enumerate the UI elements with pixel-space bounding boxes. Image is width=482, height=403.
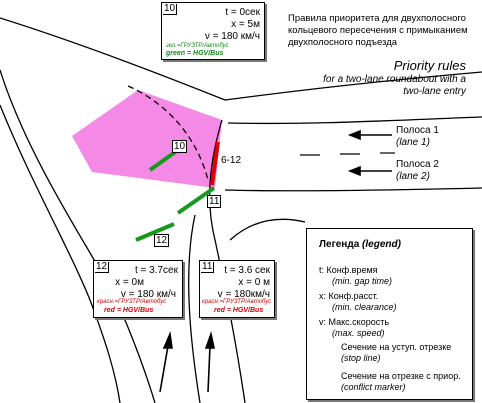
road-edge-top-right	[227, 116, 482, 125]
box-number: 11	[201, 261, 215, 273]
title-russian: Правила приоритета для двухполосного кол…	[288, 13, 468, 48]
legend-row-t: t: Конф.время (min. gap time)	[319, 265, 393, 286]
box-number: 10	[163, 3, 178, 15]
lane-2-label: Полоса 2 (lane 2)	[396, 159, 439, 182]
arrow-lane1-head	[347, 129, 361, 141]
road-edge-lower-right	[229, 218, 306, 241]
conflict-marker-12	[135, 222, 175, 242]
info-box-11: 11 t = 3.6 сек x = 0 м v = 180км/ч красн…	[199, 260, 275, 318]
box-number: 12	[95, 261, 110, 273]
stop-line-6-12	[210, 141, 220, 186]
conflict-marker-10	[148, 148, 180, 172]
legend-box: Легенда (legend) t: Конф.время (min. gap…	[306, 228, 473, 400]
marker-label-12: 12	[154, 234, 170, 247]
lane-1-label: Полоса 1 (lane 1)	[396, 125, 439, 148]
conflict-zone	[72, 90, 222, 188]
legend-row-conflict-marker: Сечение на отрезке с приор. (conflict ma…	[341, 371, 461, 392]
marker-label-6-12: 6-12	[221, 155, 242, 166]
conflict-marker-11	[176, 186, 216, 215]
arrow-entry-right	[207, 345, 211, 393]
title-english: Priority rules for a two-lane roundabout…	[316, 58, 466, 98]
legend-row-v: v: Макс.скорость (max. speed)	[319, 317, 390, 338]
arrow-entry-left-head	[162, 331, 173, 349]
legend-row-stop-line: Сечение на уступ. отрезке (stop line)	[341, 342, 452, 363]
road-edge-center	[188, 214, 201, 403]
arrow-lane2-head	[347, 165, 361, 177]
subtitle-english: for a two-lane roundabout with a two-lan…	[323, 74, 466, 97]
legend-row-x: x: Конф.расст. (min. clearance)	[319, 291, 397, 312]
road-edge-inner-island	[209, 119, 246, 403]
marker-label-11: 11	[207, 195, 222, 208]
legend-title: Легенда (legend)	[319, 239, 401, 250]
road-edge-outer-top	[0, 17, 482, 101]
arrow-entry-left	[159, 345, 169, 393]
marker-label-10: 10	[172, 140, 188, 153]
road-edge-mid-right	[224, 187, 482, 192]
info-box-12: 12 t = 3.7сек x = 0м v = 180 км/ч красн.…	[93, 260, 183, 318]
circulating-dashed-line	[127, 85, 209, 181]
title-priority-rules: Priority rules	[393, 58, 466, 73]
arrow-entry-right-head	[204, 331, 215, 349]
road-edge-left-inner	[0, 104, 121, 403]
info-box-10: 10 t = 0сек x = 5м v = 180 км/ч зел.=ГРУ…	[161, 2, 265, 60]
